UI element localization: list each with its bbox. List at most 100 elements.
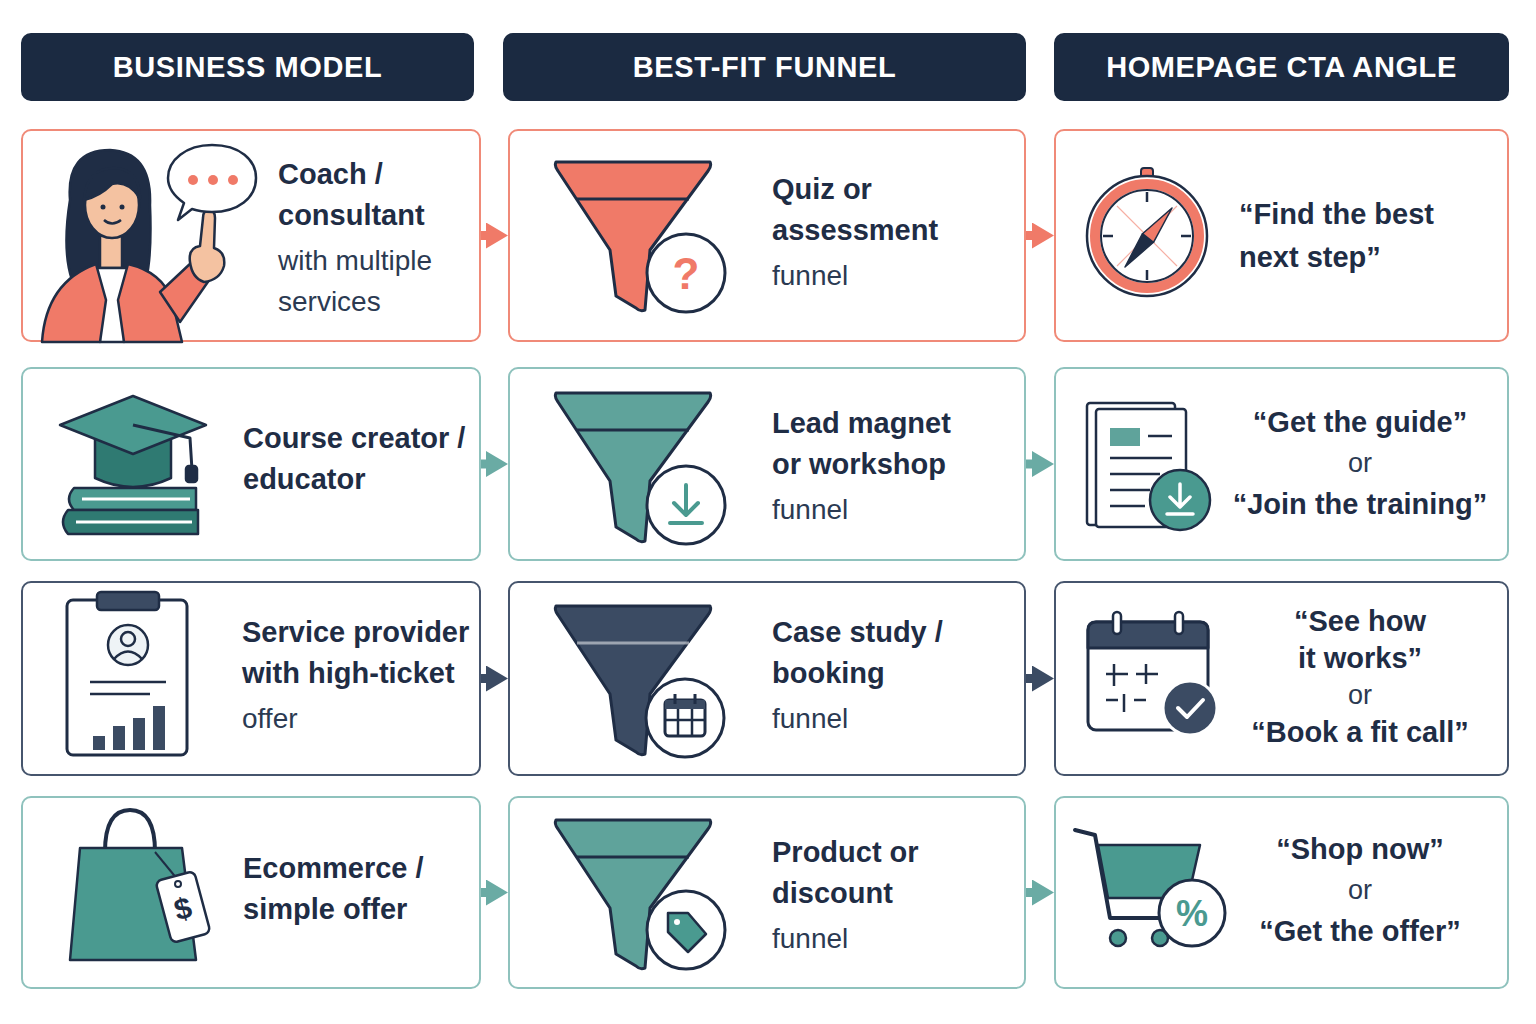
- heading-text: Service provider with high-ticket: [242, 612, 482, 694]
- body-text: offer: [242, 698, 482, 739]
- calendar-ring: [1113, 612, 1121, 634]
- clipboard-board: [67, 600, 187, 755]
- badge-circle: [647, 234, 725, 312]
- column-header: BUSINESS MODEL: [21, 33, 474, 101]
- bar: [113, 726, 125, 750]
- calendar-ring: [1175, 612, 1183, 634]
- check-mark: [1178, 700, 1203, 717]
- text-block: Service provider with high-ticketoffer: [242, 612, 482, 739]
- download-badge: [1150, 470, 1210, 530]
- badge-circle: [646, 679, 724, 757]
- smile: [104, 220, 121, 224]
- funnel-shape: [555, 162, 710, 311]
- connector-word: or: [1220, 870, 1500, 911]
- funnel-band: [577, 429, 689, 432]
- column-header: BEST-FIT FUNNEL: [503, 33, 1026, 101]
- page-front: [1096, 409, 1186, 527]
- heading-text: “Find the best next step”: [1239, 193, 1454, 279]
- book-pages: [76, 521, 192, 524]
- body-text: funnel: [772, 255, 972, 296]
- heading-text: Course creator / educator: [243, 418, 483, 500]
- education-icon: [60, 396, 206, 534]
- tassel-end: [186, 466, 197, 482]
- needle-north: [1143, 208, 1173, 242]
- flow-arrow: [1026, 460, 1040, 469]
- text-block: Lead magnet or workshopfunnel: [772, 403, 972, 530]
- flow-arrow: [481, 231, 494, 240]
- neck: [100, 232, 122, 268]
- funnel-band: [577, 198, 689, 201]
- bar: [153, 706, 165, 750]
- heading-text: “Shop now”: [1220, 829, 1500, 870]
- calendar-header: [1088, 622, 1208, 648]
- header-text: HOMEPAGE CTA ANGLE: [1054, 33, 1509, 101]
- cart-wheel: [1110, 930, 1126, 946]
- tag-string: [155, 852, 178, 880]
- bag-body: [70, 848, 196, 960]
- bubble-dot: [188, 175, 198, 185]
- page-back: [1087, 403, 1175, 525]
- download-arrow: [1167, 484, 1193, 514]
- heading-text: “Get the guide”: [1220, 402, 1500, 443]
- clipboard-icon: [67, 592, 187, 755]
- clipboard-clip: [97, 592, 159, 610]
- funnel-shape: [555, 820, 710, 969]
- body-text: funnel: [772, 698, 972, 739]
- badge-circle: [647, 466, 725, 544]
- text-block: Course creator / educator: [243, 418, 483, 500]
- funnel-shape: [555, 393, 710, 542]
- page-lines: [1110, 436, 1172, 506]
- business-model-box: Service provider with high-ticketoffer: [21, 581, 481, 776]
- coach-illustration: [42, 145, 256, 342]
- heading-text: “Get the offer”: [1220, 911, 1500, 952]
- cart-wheel: [1152, 930, 1168, 946]
- bag-handle: [105, 810, 155, 852]
- compass-ticks: [1103, 192, 1191, 280]
- percent-symbol: %: [1176, 896, 1208, 932]
- heading-text: “Join the training”: [1220, 484, 1500, 525]
- heading-text: Quiz or assessment: [772, 169, 972, 251]
- download-arrow: [670, 485, 702, 523]
- compass-knob: [1141, 168, 1153, 178]
- calendar-header: [665, 700, 705, 709]
- text-line: [90, 693, 150, 696]
- cta-box: “Get the guide”or“Join the training”: [1054, 367, 1509, 561]
- cap-base: [95, 436, 171, 487]
- body-text: funnel: [772, 918, 972, 959]
- funnel-box: Case study / bookingfunnel: [508, 581, 1026, 776]
- heading-text: “See how it works”: [1285, 603, 1435, 677]
- page-image: [1110, 428, 1140, 446]
- business-model-box: Course creator / educator: [21, 367, 481, 561]
- tag-icon: [668, 913, 706, 952]
- face: [85, 172, 139, 238]
- text-block: “Shop now”or“Get the offer”: [1220, 829, 1500, 952]
- tag-hole: [674, 919, 680, 925]
- compass-ring: [1095, 184, 1199, 288]
- business-model-box: Coach / consultantwith multiple services: [21, 129, 481, 342]
- text-block: “See how it works”or“Book a fit call”: [1220, 603, 1500, 751]
- blazer-left: [42, 264, 106, 342]
- pointing-hand: [190, 210, 225, 282]
- text-block: Product or discountfunnel: [772, 832, 972, 959]
- heading-text: Coach / consultant: [278, 154, 478, 236]
- cart-icon: [1075, 830, 1225, 946]
- cap-tassel: [133, 425, 192, 470]
- heading-text: Case study / booking: [772, 612, 972, 694]
- cta-box: “Shop now”or“Get the offer”: [1054, 796, 1509, 989]
- cta-box: “Find the best next step”: [1054, 129, 1509, 342]
- hair: [66, 150, 150, 280]
- shopping-bag-icon: [70, 810, 211, 960]
- flow-arrow: [481, 674, 494, 683]
- funnel-icon: [555, 393, 725, 544]
- tag-hole: [175, 881, 181, 887]
- heading-text: Ecommerce / simple offer: [243, 848, 483, 930]
- heading-text: Lead magnet or workshop: [772, 403, 972, 485]
- bar: [93, 736, 105, 750]
- column-header: HOMEPAGE CTA ANGLE: [1054, 33, 1509, 101]
- eye: [101, 205, 106, 210]
- compass-face: [1101, 190, 1193, 282]
- text-block: BUSINESS MODEL: [21, 33, 474, 101]
- speech-bubble: [168, 145, 256, 220]
- flow-arrow: [481, 888, 494, 897]
